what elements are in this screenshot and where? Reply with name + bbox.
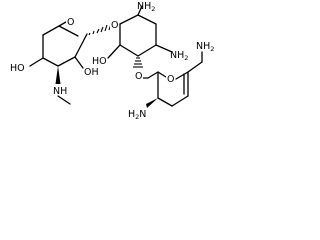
bond: [107, 44, 121, 59]
amino-group-right: NH2: [196, 41, 214, 53]
central-ring: [107, 5, 173, 68]
bond: [157, 71, 167, 78]
right-sugar-ring: [142, 51, 203, 108]
bond: [74, 56, 84, 69]
amino-group-bottom: H2N: [128, 109, 146, 121]
hydroxyl-center: HO: [92, 56, 107, 67]
ring-oxygen-left: O: [67, 17, 74, 28]
hash-bond-bottom: [133, 57, 143, 68]
glycosidic-oxygen-top: O: [111, 20, 118, 31]
bond: [42, 25, 60, 36]
bond: [29, 57, 44, 67]
hydroxyl-left-ring: OH: [84, 67, 99, 78]
bond: [137, 5, 143, 16]
glycosidic-oxygen-bottom: O: [135, 71, 142, 82]
amino-group-mid: NH2: [170, 50, 188, 62]
hash-bond-top: [88, 23, 112, 36]
ring-oxygen-right: O: [167, 74, 174, 85]
bond: [147, 71, 159, 79]
bond: [155, 44, 173, 53]
bond: [137, 14, 157, 25]
hydroxyl-left: HO: [10, 63, 25, 74]
wedge-bond-nmethyl: [55, 66, 61, 84]
bond: [187, 61, 203, 73]
bond: [157, 97, 173, 107]
bond: [175, 71, 189, 80]
wedge-bond-nh2: [146, 98, 158, 108]
bond: [57, 56, 76, 67]
molecule-structure: O O NH2 NH2 NH2 H2N HO OH HO NH O O: [0, 0, 225, 133]
bond: [171, 95, 189, 107]
structure-svg: O O NH2 NH2 NH2 H2N HO OH HO NH O O: [10, 1, 214, 121]
bond: [119, 44, 139, 57]
bond: [58, 21, 67, 27]
methylamino-group: NH: [53, 86, 67, 97]
amino-group-top: NH2: [137, 1, 155, 13]
bond: [137, 44, 157, 57]
bond: [42, 57, 59, 67]
bond: [57, 95, 71, 105]
bond: [74, 33, 88, 58]
bond: [119, 14, 139, 25]
bond: [58, 25, 79, 37]
